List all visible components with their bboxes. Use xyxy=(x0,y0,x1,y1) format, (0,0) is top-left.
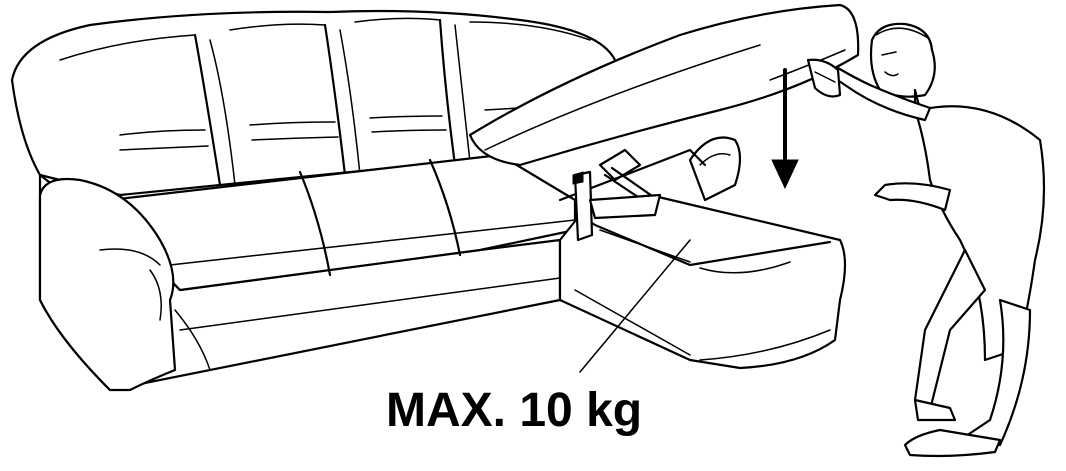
push-down-arrow xyxy=(771,68,799,190)
chaise-storage-box xyxy=(558,136,847,370)
lifted-lid xyxy=(468,3,860,167)
sofa-left-armrest xyxy=(38,177,177,392)
leader-line xyxy=(579,239,691,373)
max-load-label: MAX. 10 kg xyxy=(386,384,643,437)
person-figure xyxy=(806,22,1046,458)
sofa-backrest xyxy=(10,9,622,197)
hinge-mechanism xyxy=(572,148,662,242)
